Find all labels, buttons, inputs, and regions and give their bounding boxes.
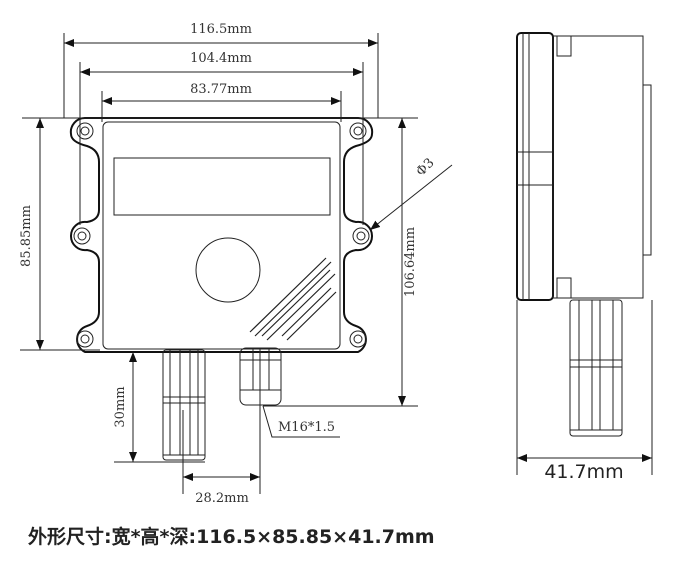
probe-length-label: 30mm <box>113 386 128 427</box>
probe-to-gland-label: 28.2mm <box>195 491 249 506</box>
hole-spacing-width-label: 104.4mm <box>190 51 252 66</box>
dimension-lines <box>20 33 453 494</box>
sensor-probe <box>162 349 206 461</box>
overall-width-label: 116.5mm <box>190 22 252 37</box>
hole-diameter-label: Φ3 <box>414 156 438 180</box>
body-width-label: 83.77mm <box>190 82 252 97</box>
body-height-label: 85.85mm <box>19 205 34 267</box>
dimensions-caption: 外形尺寸:宽*高*深:116.5×85.85×41.7mm <box>28 526 435 548</box>
front-view <box>69 116 374 461</box>
mounting-holes <box>73 122 370 348</box>
gland-thread-label: M16*1.5 <box>278 420 335 435</box>
side-view <box>516 32 653 475</box>
depth-label: 41.7mm <box>544 461 623 483</box>
overall-height-label: 106.64mm <box>403 227 418 297</box>
